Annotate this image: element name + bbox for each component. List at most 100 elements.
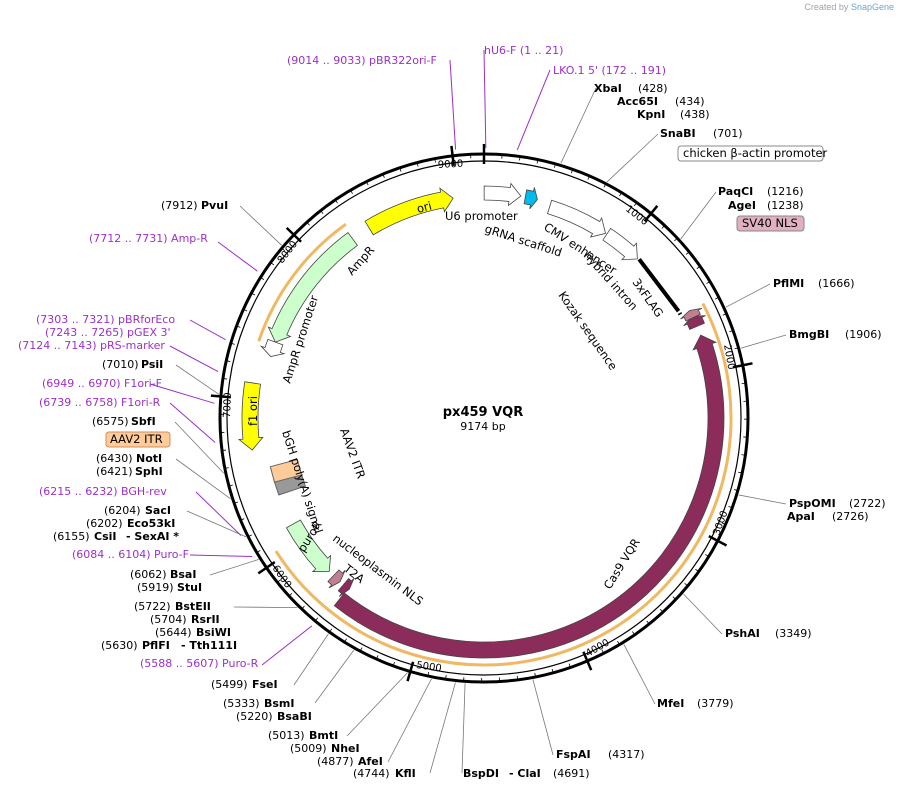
site-pvui: (7912)PvuI: [161, 199, 228, 212]
site-name: ApaI: [787, 510, 815, 523]
tick-minor: [306, 221, 310, 226]
tick-minor: [434, 158, 436, 163]
tick-major: [708, 535, 728, 547]
site-name: Acc65I: [617, 95, 658, 108]
tick-label-1000: 1000: [623, 204, 650, 228]
site-name: XbaI: [594, 82, 622, 95]
tick-minor: [696, 266, 701, 269]
site-paqci: PaqCI(1216): [718, 185, 804, 198]
site-name: SphI: [135, 465, 163, 478]
site-pspomi: PspOMI(2722): [789, 497, 886, 510]
site-bsmi: (5333) BsmI: [223, 697, 295, 710]
primer-callout-line: [149, 383, 215, 404]
site-eco53ki: (6202)Eco53kI: [86, 517, 175, 530]
label-box: [736, 215, 805, 232]
feature-arcs: [237, 182, 733, 667]
feature-cas9-vqr: [333, 334, 725, 659]
label-text: SV40 NLS: [742, 216, 798, 230]
site-stui: (5919)StuI: [137, 581, 202, 594]
site-callout-line: [209, 559, 259, 576]
primer-pgex-3: (7243 .. 7265) pGEX 3': [45, 326, 171, 339]
snapgene-credit: Created by SnapGene: [804, 2, 894, 12]
feature-label-kozak: Kozak sequence: [556, 289, 621, 373]
tick-minor: [619, 192, 622, 197]
site-pos: (5499): [211, 678, 248, 691]
credit-prefix: Created by: [804, 2, 849, 12]
site-name: PflMI: [773, 277, 804, 290]
feature-label-ori: ori: [415, 199, 433, 216]
tick-major: [643, 204, 659, 223]
site-callout-line: [175, 364, 220, 395]
feature-nucleoplasmin-nls: [337, 577, 355, 597]
tick-label-7000: 7000: [222, 392, 234, 418]
site-callout-line: [738, 494, 787, 505]
tick-minor: [729, 330, 734, 333]
tick-minor: [705, 554, 709, 557]
site-callout-line: [461, 683, 466, 774]
site-name: KflI: [395, 767, 416, 780]
tick-minor: [738, 471, 743, 474]
site-pos: (5722): [134, 600, 171, 613]
primer-pbrforeco: (7303 .. 7321) pBRforEco: [36, 313, 175, 326]
site-name: RsrII: [191, 613, 220, 626]
primer-hu6-f: hU6-F (1 .. 21): [484, 44, 563, 57]
tick-minor: [247, 534, 252, 537]
site-name: PsiI: [141, 358, 163, 371]
site-xbai: XbaI (428): [594, 82, 668, 95]
tick-minor: [516, 675, 519, 680]
tick-minor: [320, 210, 324, 214]
tick-minor: [661, 225, 665, 229]
tick-minor: [234, 501, 239, 504]
site-callout-line: [239, 205, 282, 246]
site-fsei: (5499) FseI: [211, 678, 278, 691]
primer-callout-line: [195, 491, 242, 536]
primer-callout-line: [449, 59, 457, 150]
tick-minor: [236, 325, 241, 328]
site-callout-line: [175, 458, 231, 500]
site-name: BsmI: [264, 697, 295, 710]
site-name: AgeI: [728, 199, 756, 212]
site-callout-line: [532, 679, 554, 756]
tick-minor: [243, 308, 248, 312]
scale-ticks: [210, 144, 753, 682]
tick-minor: [733, 489, 738, 491]
site-pos: (3349): [775, 627, 812, 640]
feature-aav2-itr: [269, 458, 303, 483]
site-pos: (5009): [290, 742, 327, 755]
site-fspai: FspAI(4317): [556, 748, 645, 761]
tick-minor: [722, 313, 727, 316]
site-pos: (1216): [767, 185, 804, 198]
site-name: BmgBI: [789, 328, 829, 341]
site-callout-line: [346, 672, 408, 737]
site-name: PvuI: [201, 199, 228, 212]
site-pos: (6155): [53, 530, 90, 543]
primer-bgh-rev: (6215 .. 6232) BGH-rev: [39, 485, 167, 498]
tick-major: [582, 651, 593, 671]
site-name: BspDI: [463, 767, 499, 780]
site-name: FseI: [252, 678, 278, 691]
site-bsteii: (5722)BstEII: [134, 600, 211, 613]
site-pos: (4877): [317, 755, 354, 768]
tick-label-5000: 5000: [416, 660, 443, 674]
site-sphi: (6421)SphI: [96, 465, 163, 478]
site-pos: (428): [638, 82, 668, 95]
tick-minor: [632, 631, 636, 635]
site-pos: (5704): [150, 613, 187, 626]
site-afei: (4877)AfeI: [317, 755, 383, 768]
tick-minor: [633, 202, 637, 207]
site-pos: (6062): [130, 568, 167, 581]
primer-callout-line: [261, 625, 313, 666]
tick-minor: [256, 550, 261, 553]
primer-callout-line: [169, 345, 219, 372]
site-pos: (5333): [223, 697, 260, 710]
site-pos: (434): [675, 95, 705, 108]
site-extra: - SexAI *: [126, 530, 179, 543]
site-callout-line: [429, 682, 456, 774]
primer-callout-line: [217, 241, 258, 272]
tick-minor: [551, 668, 554, 673]
site-bsai: (6062)BsaI: [130, 568, 196, 581]
site-pos: (2726): [832, 510, 869, 523]
site-name: NotI: [136, 452, 162, 465]
tick-minor: [314, 617, 319, 622]
